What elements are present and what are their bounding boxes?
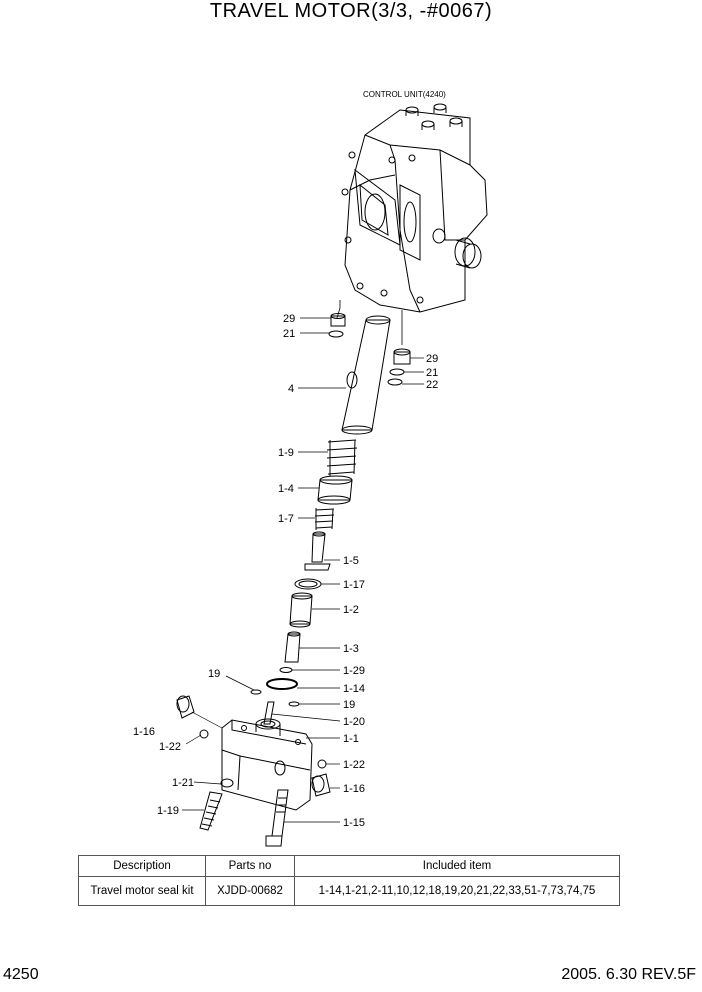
callout-1-1: 1-1: [343, 733, 359, 745]
seal-kit-table: Description Parts no Included item Trave…: [78, 855, 620, 906]
callout-1-9: 1-9: [278, 447, 294, 459]
callout-1-5: 1-5: [343, 555, 359, 567]
callout-21-right: 21: [426, 367, 438, 379]
table-row: Travel motor seal kit XJDD-00682 1-14,1-…: [78, 876, 620, 906]
control-unit-label: CONTROL UNIT(4240): [363, 90, 446, 99]
callout-1-20: 1-20: [343, 716, 365, 728]
callout-21-left: 21: [283, 328, 295, 340]
callout-22-right: 22: [426, 379, 438, 391]
callout-1-2: 1-2: [343, 604, 359, 616]
cell-included-item: 1-14,1-21,2-11,10,12,18,19,20,21,22,33,5…: [294, 876, 620, 906]
callout-1-29: 1-29: [343, 665, 365, 677]
header-parts-no: Parts no: [205, 855, 295, 877]
callout-4: 4: [288, 383, 294, 395]
callout-1-22-left: 1-22: [159, 741, 181, 753]
callout-1-15: 1-15: [343, 817, 365, 829]
callout-1-14: 1-14: [343, 683, 365, 695]
table-header-row: Description Parts no Included item: [78, 855, 620, 877]
date-revision: 2005. 6.30 REV.5F: [561, 966, 696, 983]
callout-labels: 29 21 29 21 22 4 1-9 1-4 1-7 1-5 1-17 1-…: [133, 313, 438, 829]
header-description: Description: [78, 855, 206, 877]
callout-1-19: 1-19: [157, 805, 179, 817]
callout-1-7: 1-7: [278, 513, 294, 525]
parts: [176, 313, 411, 847]
page-number: 4250: [3, 966, 39, 983]
callout-1-22-right: 1-22: [343, 759, 365, 771]
callout-1-17: 1-17: [343, 579, 365, 591]
callout-29-right: 29: [426, 353, 438, 365]
callout-29-left: 29: [283, 313, 295, 325]
exploded-parts-diagram: CONTROL UNIT(4240): [133, 90, 488, 847]
callout-1-16-lower: 1-16: [343, 783, 365, 795]
cell-description: Travel motor seal kit: [78, 876, 206, 906]
cell-parts-no: XJDD-00682: [205, 876, 295, 906]
callout-19-right: 19: [343, 699, 355, 711]
callout-1-16-upper: 1-16: [133, 726, 155, 738]
callout-19-left: 19: [208, 668, 220, 680]
page-title: TRAVEL MOTOR(3/3, -#0067): [209, 0, 493, 22]
leader-lines: [182, 317, 424, 823]
callout-1-21: 1-21: [172, 777, 194, 789]
control-unit-housing: CONTROL UNIT(4240): [341, 90, 488, 313]
callout-1-4: 1-4: [278, 483, 294, 495]
callout-1-3: 1-3: [343, 643, 359, 655]
header-included-item: Included item: [294, 855, 620, 877]
